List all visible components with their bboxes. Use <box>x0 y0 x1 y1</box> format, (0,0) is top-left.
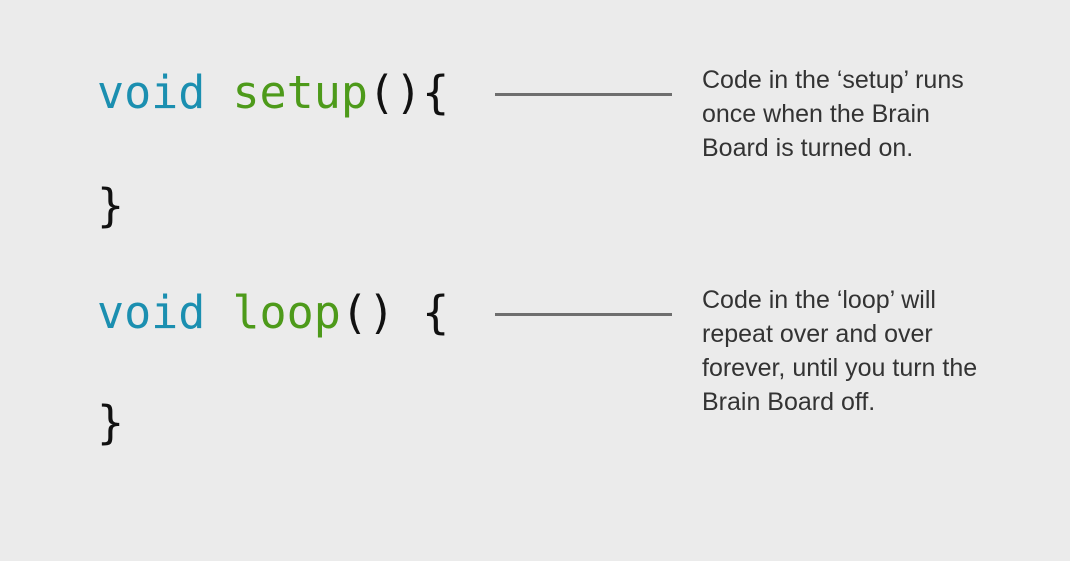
setup-keyword: void <box>97 66 206 119</box>
loop-function-name: loop <box>232 286 341 339</box>
setup-function-name: setup <box>232 66 368 119</box>
loop-signature: void loop() { <box>97 286 449 340</box>
setup-connector-line <box>495 93 672 96</box>
loop-connector-line <box>495 313 672 316</box>
setup-signature: void setup(){ <box>97 66 449 120</box>
setup-signature-suffix: (){ <box>367 66 450 119</box>
loop-closing-brace: } <box>97 396 125 449</box>
setup-closing-brace: } <box>97 179 125 232</box>
loop-signature-suffix: () { <box>340 286 450 339</box>
loop-keyword: void <box>97 286 206 339</box>
setup-description: Code in the ‘setup’ runs once when the B… <box>702 66 964 162</box>
loop-description: Code in the ‘loop’ will repeat over and … <box>702 286 978 416</box>
